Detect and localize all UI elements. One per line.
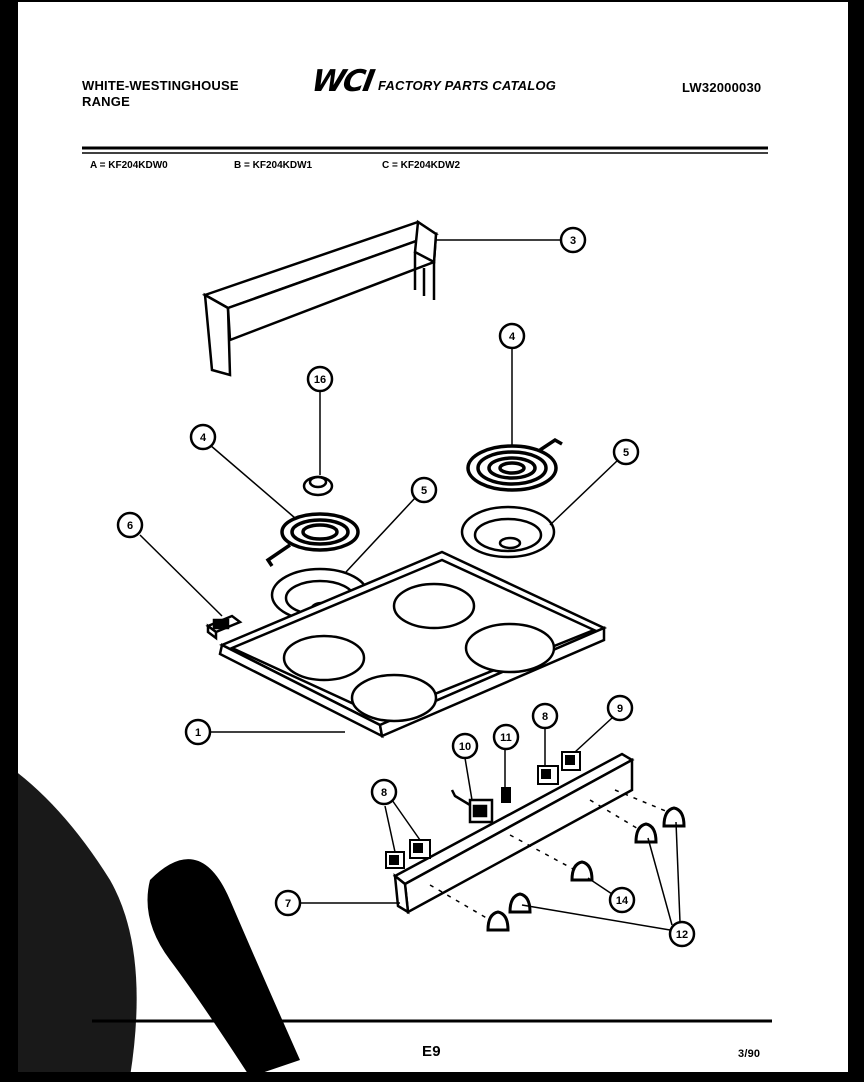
callout-12-circle <box>668 920 696 948</box>
callout-16-label: 16 <box>314 374 326 386</box>
callout-6-circle <box>116 511 144 539</box>
callout-4a-label: 4 <box>200 432 207 444</box>
callout-5a-circle <box>410 476 438 504</box>
callout-8a-label: 8 <box>381 787 387 799</box>
callout-9-circle <box>606 694 634 722</box>
product-type: RANGE <box>82 94 130 109</box>
model-legend-a: A = KF204KDW0 <box>90 160 168 171</box>
callout-14-circle <box>608 886 636 914</box>
manufacturer-name: WHITE-WESTINGHOUSE <box>82 78 239 93</box>
callout-6-label: 6 <box>127 520 133 532</box>
callout-11-circle <box>492 723 520 751</box>
callout-5a-label: 5 <box>421 485 427 497</box>
callout-3-circle <box>559 226 587 254</box>
callout-5b-label: 5 <box>623 447 629 459</box>
callout-8b-circle <box>531 702 559 730</box>
callout-4a-circle <box>189 423 217 451</box>
callout-8b-label: 8 <box>542 711 548 723</box>
terminal-block-part <box>205 614 243 641</box>
page-number: E9 <box>422 1043 441 1060</box>
scan-right-edge <box>848 0 864 1077</box>
callout-7-label: 7 <box>285 898 291 910</box>
callout-16-circle <box>306 365 334 393</box>
model-legend-b: B = KF204KDW1 <box>234 160 313 171</box>
drip-pan-large <box>460 505 556 559</box>
callout-12-label: 12 <box>676 929 688 941</box>
document-number: LW32000030 <box>682 80 762 95</box>
callout-10-circle <box>451 732 479 760</box>
callout-5b-circle <box>612 438 640 466</box>
callout-4b-label: 4 <box>509 331 516 343</box>
cooktop-main-top <box>218 550 608 739</box>
surface-element-large <box>466 437 563 492</box>
wci-logo: WCI <box>309 64 376 99</box>
control-knobs <box>486 806 686 932</box>
backguard-part <box>201 219 439 377</box>
scan-smudge-center <box>147 859 300 1077</box>
callout-8a-circle <box>370 778 398 806</box>
insulator-part-16 <box>302 475 334 497</box>
callout-10-label: 10 <box>459 741 471 753</box>
callout-7-circle <box>274 889 302 917</box>
callout-3-label: 3 <box>570 235 576 247</box>
callout-14-label: 14 <box>616 895 629 907</box>
callout-9-label: 9 <box>617 703 623 715</box>
catalog-title: FACTORY PARTS CATALOG <box>378 78 557 93</box>
scan-smudge-left <box>0 760 137 1077</box>
callout-11-label: 11 <box>500 732 512 744</box>
infinite-switch-parts <box>385 751 581 869</box>
callout-1-circle <box>184 718 212 746</box>
control-panel-part <box>392 752 635 915</box>
callout-1-label: 1 <box>195 727 201 739</box>
surface-element-small <box>265 512 360 567</box>
callout-4b-circle <box>498 322 526 350</box>
selector-switch-part-10 <box>450 789 494 824</box>
revision-date: 3/90 <box>738 1048 761 1060</box>
model-legend-c: C = KF204KDW2 <box>382 160 461 171</box>
indicator-light-part-11 <box>501 787 511 803</box>
